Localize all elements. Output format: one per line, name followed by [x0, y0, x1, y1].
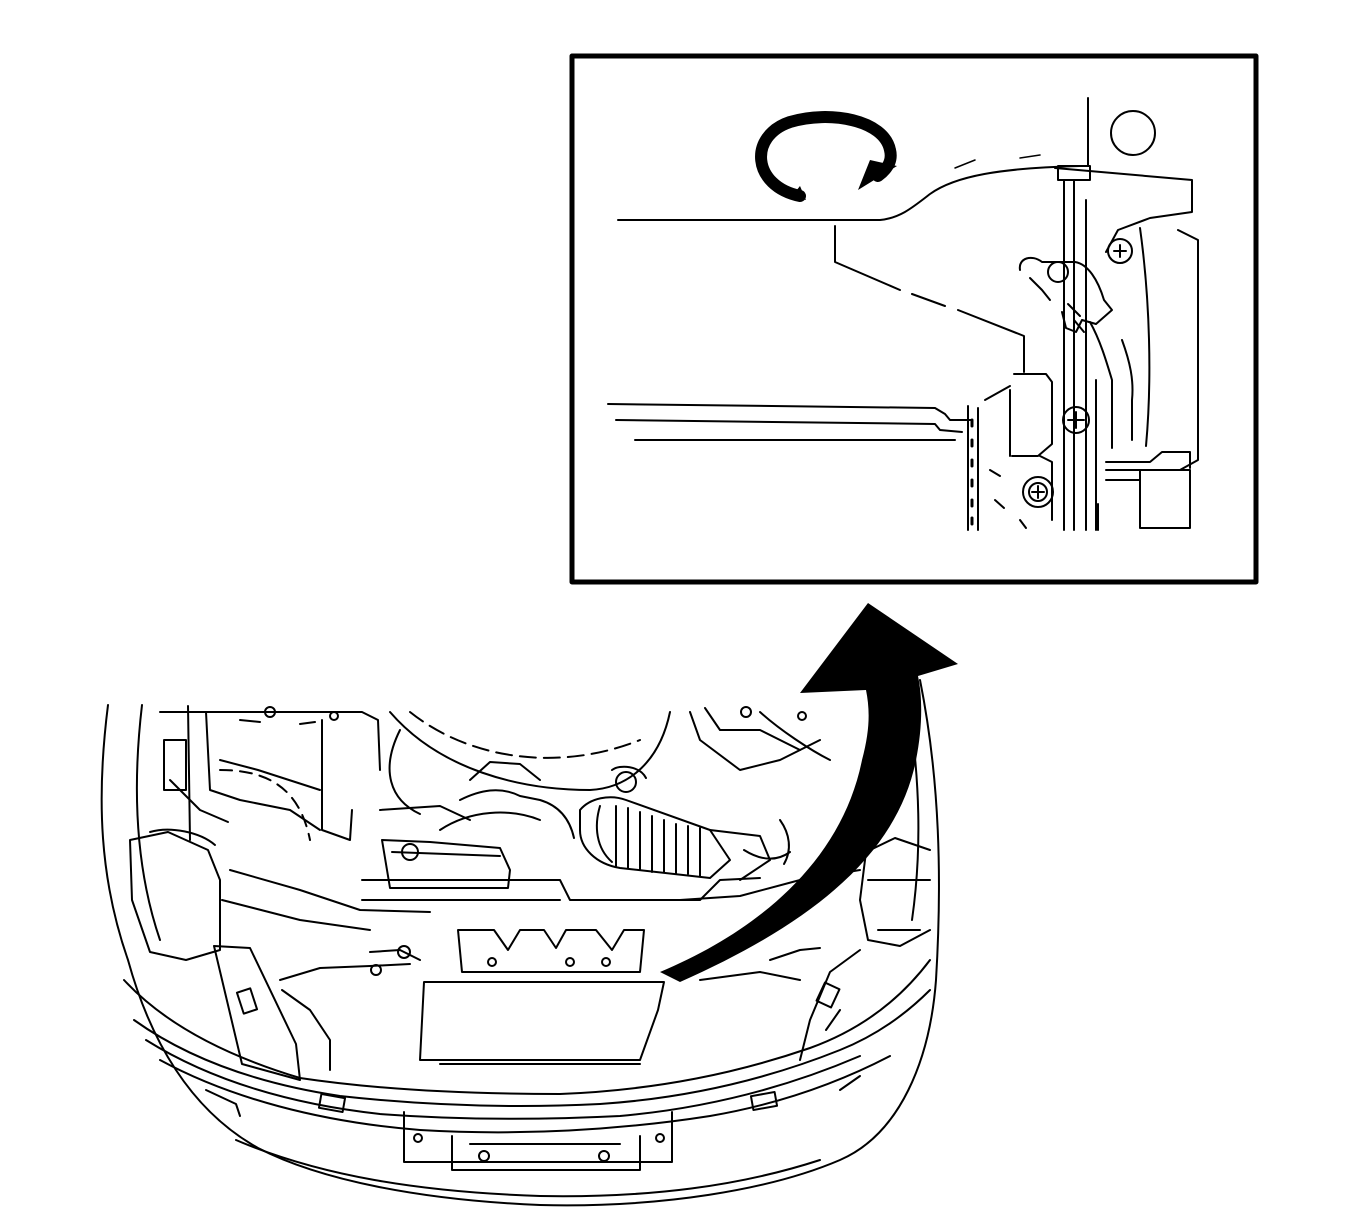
- bumper-fascia: [123, 959, 931, 1134]
- license-plate-bracket: [403, 1111, 673, 1171]
- rotate-arrow-icon: [755, 111, 897, 202]
- vehicle-body-outline: [100, 679, 940, 1207]
- inset-frame: [569, 53, 1259, 585]
- front-grille-opening: [419, 981, 665, 1065]
- vehicle-front-engine-bay: [100, 679, 940, 1207]
- inset-upper-panel: [617, 165, 1081, 221]
- inset-frame-rail: [607, 385, 1027, 531]
- air-intake-duct: [579, 765, 771, 881]
- callout-arrow: [660, 603, 958, 982]
- hood-latch-plate: [457, 929, 645, 973]
- detail-inset: [569, 53, 1259, 585]
- inset-leader-line: [834, 225, 1025, 373]
- inset-right-structure: [1009, 97, 1199, 531]
